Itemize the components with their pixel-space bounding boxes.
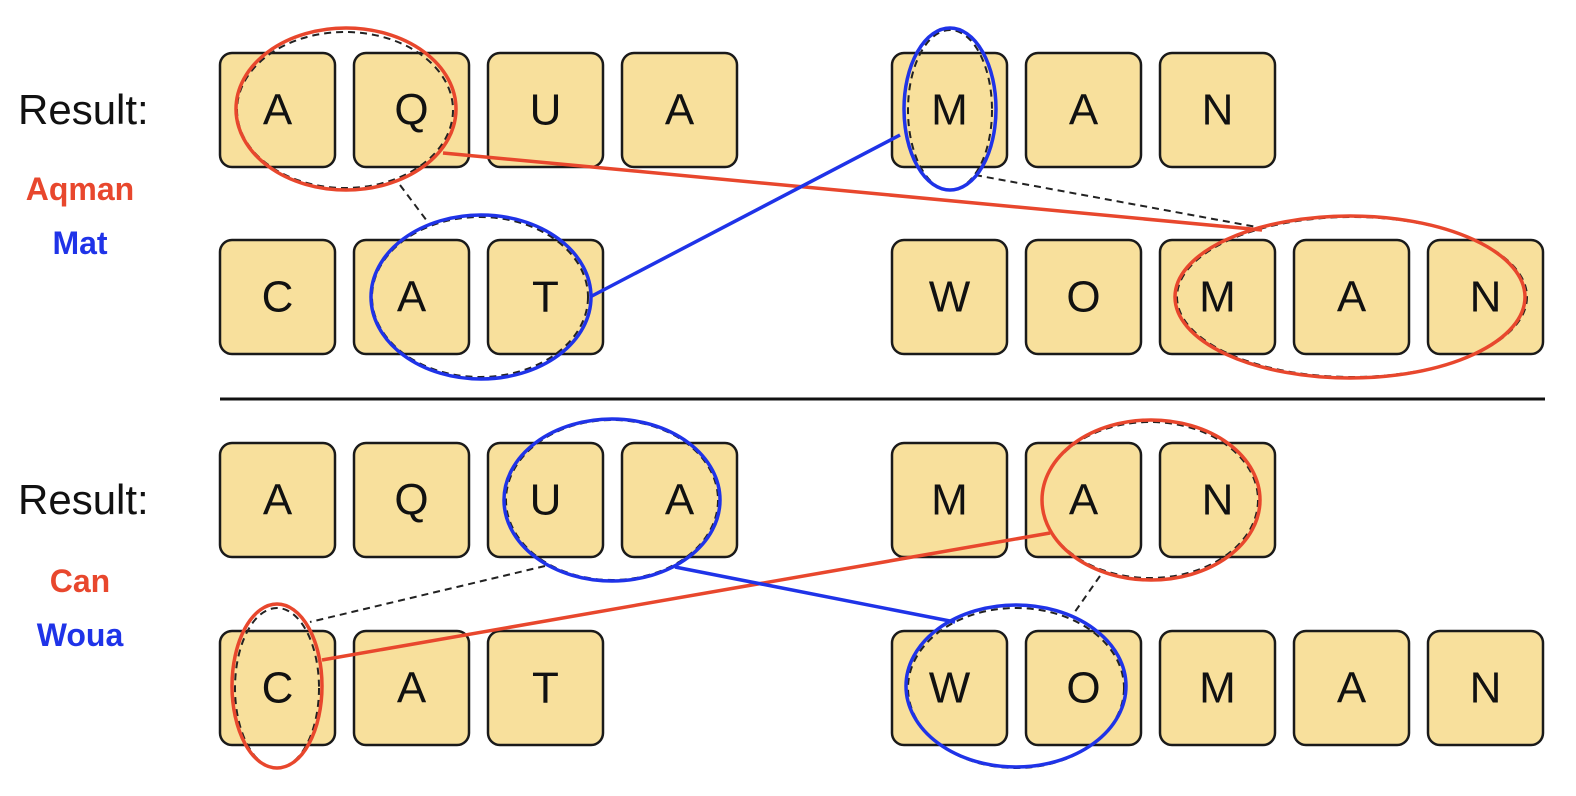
svg-text:N: N: [1470, 273, 1502, 322]
svg-text:W: W: [929, 273, 971, 322]
blue-link: [674, 565, 956, 624]
letter-tile: M: [890, 51, 1009, 169]
svg-text:N: N: [1202, 86, 1234, 135]
result-label: Result:: [18, 476, 149, 523]
blue-selection-ellipse: [902, 26, 998, 192]
letter-tile: C: [218, 238, 337, 356]
letter-tile: T: [486, 238, 605, 356]
dashed-connector: [974, 174, 1263, 229]
svg-text:A: A: [665, 86, 695, 135]
svg-text:N: N: [1202, 476, 1234, 525]
svg-text:T: T: [532, 273, 559, 322]
svg-text:A: A: [1069, 476, 1099, 525]
svg-text:A: A: [1337, 664, 1367, 713]
svg-text:O: O: [1066, 273, 1100, 322]
letter-tile: Q: [352, 441, 471, 559]
result-word-red: Can: [50, 563, 110, 599]
svg-text:A: A: [263, 86, 293, 135]
panel-1: Result: Aqman Mat A Q U A M A N C A T W …: [18, 26, 1545, 381]
tile-row-aqua: A Q U A: [218, 51, 739, 169]
result-word-blue: Woua: [37, 617, 124, 653]
letter-tile: A: [352, 629, 471, 747]
svg-text:C: C: [262, 273, 294, 322]
tile-row-cat: C A T: [218, 629, 605, 747]
svg-text:M: M: [1199, 664, 1236, 713]
tile-row-woman: W O M A N: [890, 629, 1545, 747]
svg-text:A: A: [1069, 86, 1099, 135]
letter-tile: C: [218, 629, 337, 747]
blue-selection-ellipse: [502, 417, 722, 583]
dashed-connector: [399, 184, 431, 226]
letter-tile: O: [1024, 629, 1143, 747]
svg-text:C: C: [262, 664, 294, 713]
letter-tile: A: [218, 441, 337, 559]
letter-tile: U: [486, 441, 605, 559]
result-word-blue: Mat: [52, 225, 107, 261]
blue-link: [589, 133, 901, 299]
letter-tile: W: [890, 629, 1009, 747]
panel-2: Result: Can Woua A Q U A M A N C A T W O…: [18, 417, 1545, 770]
svg-text:M: M: [1199, 273, 1236, 322]
letter-tile: M: [890, 441, 1009, 559]
letter-tile: T: [486, 629, 605, 747]
tile-row-man: M A N: [890, 441, 1277, 559]
svg-text:A: A: [263, 476, 293, 525]
result-word-red: Aqman: [26, 171, 134, 207]
red-selection-ellipse: [1173, 214, 1527, 380]
letter-tile: W: [890, 238, 1009, 356]
letter-tile: A: [1292, 629, 1411, 747]
svg-text:M: M: [931, 476, 968, 525]
letter-tile: M: [1158, 629, 1277, 747]
red-selection-ellipse: [234, 26, 458, 192]
red-link: [442, 151, 1263, 232]
svg-text:A: A: [1337, 273, 1367, 322]
result-label: Result:: [18, 86, 149, 133]
svg-text:A: A: [397, 273, 427, 322]
svg-text:Q: Q: [394, 476, 428, 525]
dashed-connector: [309, 565, 546, 623]
letter-tile: A: [352, 238, 471, 356]
svg-text:O: O: [1066, 664, 1100, 713]
tile-row-cat: C A T: [218, 238, 605, 356]
svg-text:Q: Q: [394, 86, 428, 135]
svg-text:N: N: [1470, 664, 1502, 713]
tile-row-aqua: A Q U A: [218, 441, 739, 559]
letter-tile: U: [486, 51, 605, 169]
letter-tile: N: [1158, 441, 1277, 559]
letter-tile: A: [620, 441, 739, 559]
dashed-selection: [371, 216, 589, 378]
red-selection-ellipse: [230, 602, 324, 770]
tile-row-woman: W O M A N: [890, 238, 1545, 356]
letter-tile: A: [620, 51, 739, 169]
svg-text:A: A: [665, 476, 695, 525]
red-link: [321, 531, 1051, 662]
letter-tile: A: [1024, 51, 1143, 169]
dashed-connector: [1071, 575, 1101, 617]
letter-tile: Q: [352, 51, 471, 169]
svg-text:U: U: [530, 476, 562, 525]
tile-row-man: M A N: [890, 51, 1277, 169]
blue-selection-ellipse: [369, 213, 593, 381]
svg-text:W: W: [929, 664, 971, 713]
red-selection-ellipse: [1040, 418, 1262, 582]
letter-tile: O: [1024, 238, 1143, 356]
svg-text:A: A: [397, 664, 427, 713]
letter-tile: A: [1024, 441, 1143, 559]
svg-text:M: M: [931, 86, 968, 135]
svg-text:U: U: [530, 86, 562, 135]
svg-text:T: T: [532, 664, 559, 713]
blue-selection-ellipse: [904, 603, 1128, 769]
letter-tile: N: [1158, 51, 1277, 169]
letter-tile: A: [218, 51, 337, 169]
letter-tile: A: [1292, 238, 1411, 356]
letter-tile: N: [1426, 629, 1545, 747]
